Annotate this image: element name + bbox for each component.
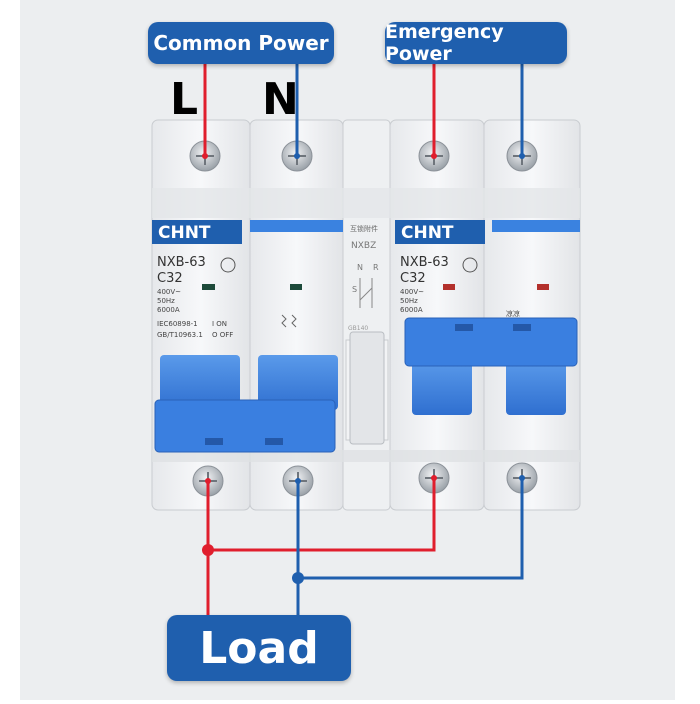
left-standard-1: IEC60898-1 [157,320,198,328]
interlock-s-mark: S [352,285,357,294]
blue-cross-wire [298,478,524,580]
left-frequency: 50Hz [157,297,175,305]
left-standard-2: GB/T10963.1 [157,331,203,339]
right-model: NXB-63 [400,255,449,270]
right-frequency: 50Hz [400,297,418,305]
right-capacity: 6000A [400,306,423,314]
left-indicator-green [202,284,215,290]
left-on-label: I ON [212,320,227,328]
right-breaker-handle[interactable] [404,317,578,415]
interlock-code: GB140 [348,325,368,332]
right-chinese-label: 凉凉 [506,309,520,318]
blue-junction-dot [292,572,304,584]
left-off-label: O OFF [212,331,233,339]
red-cross-wire [208,478,436,552]
red-junction-dot [202,544,214,556]
interlock-n-mark: N [357,263,363,272]
left-model: NXB-63 [157,255,206,270]
line-letter: L [170,74,199,125]
coil-symbol-icon [281,314,297,328]
left-brand-logo: CHNT [158,223,211,243]
interlock-chinese-label: 互锁附件 [350,224,378,233]
left-breaker-face: CHNT NXB-63 C32 400V~ 50Hz 6000A IEC6089… [152,220,343,339]
interlock-model: NXBZ [351,241,376,251]
interlock-switch-icon [359,278,373,308]
interlock-lever[interactable] [349,331,385,445]
right-breaker-face: CHNT NXB-63 C32 400V~ 50Hz 6000A 凉凉 [395,220,580,318]
left-indicator-green-2 [290,284,302,290]
right-indicator-red [443,284,455,290]
left-capacity: 6000A [157,306,180,314]
neutral-letter: N [262,74,299,125]
load-label: Load [167,615,351,681]
left-rating: C32 [157,271,183,286]
left-breaker-handle[interactable] [154,355,338,453]
right-rating: C32 [400,271,426,286]
common-power-label: Common Power [148,22,334,64]
right-indicator-red-2 [537,284,549,290]
emergency-power-label: Emergency Power [385,21,567,65]
right-voltage: 400V~ [400,288,424,296]
left-voltage: 400V~ [157,288,181,296]
interlock-r-mark: R [373,263,379,272]
right-brand-logo: CHNT [401,223,454,243]
